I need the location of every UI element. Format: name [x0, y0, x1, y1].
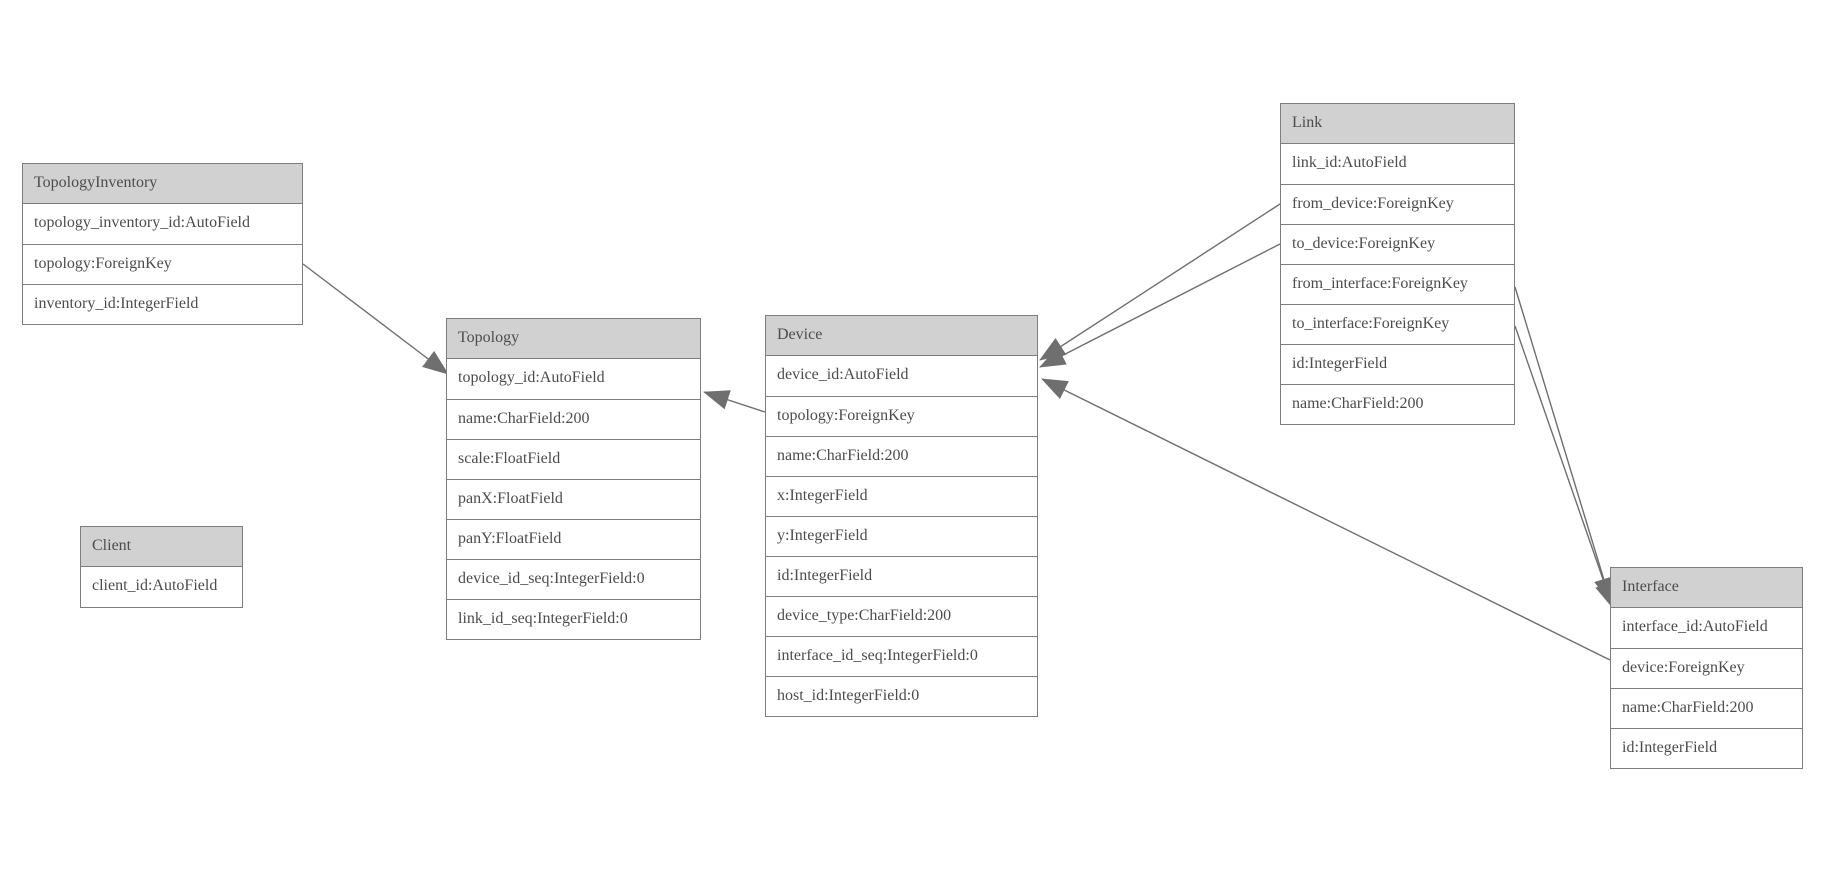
entity-field-client_id: client_id:AutoField [81, 567, 242, 607]
entity-field-name: name:CharField:200 [1611, 688, 1802, 728]
entity-field-name: name:CharField:200 [766, 436, 1037, 476]
edge-link-fromdevice-to-device [1039, 203, 1281, 361]
entity-field-interface_id: interface_id:AutoField [1611, 608, 1802, 648]
entity-field-link_id: link_id:AutoField [1281, 144, 1514, 184]
entity-field-x: x:IntegerField [766, 476, 1037, 516]
entity-field-interface_id_seq: interface_id_seq:IntegerField:0 [766, 636, 1037, 676]
entity-field-panX: panX:FloatField [447, 479, 700, 519]
entity-title-topology-inventory: TopologyInventory [23, 164, 302, 204]
entity-field-topology_inventory_id: topology_inventory_id:AutoField [23, 204, 302, 244]
entity-title-topology: Topology [447, 319, 700, 359]
entity-field-y: y:IntegerField [766, 516, 1037, 556]
edge-link-todevice-to-device [1039, 243, 1281, 368]
entity-field-host_id: host_id:IntegerField:0 [766, 676, 1037, 716]
entity-field-device: device:ForeignKey [1611, 648, 1802, 688]
entity-field-device_id: device_id:AutoField [766, 356, 1037, 396]
entity-field-device_id_seq: device_id_seq:IntegerField:0 [447, 559, 700, 599]
entity-field-topology_id: topology_id:AutoField [447, 359, 700, 399]
entity-fields-client: client_id:AutoField [81, 567, 242, 607]
entity-title-link: Link [1281, 104, 1514, 144]
entity-field-from_interface: from_interface:ForeignKey [1281, 264, 1514, 304]
entity-field-to_device: to_device:ForeignKey [1281, 224, 1514, 264]
entity-title-interface: Interface [1611, 568, 1802, 608]
entity-field-id: id:IntegerField [1281, 344, 1514, 384]
edge-link-tointerface-to-interface [1514, 325, 1615, 609]
entity-client: Client client_id:AutoField [80, 526, 243, 608]
entity-topology-inventory: TopologyInventory topology_inventory_id:… [22, 163, 303, 325]
entity-field-name: name:CharField:200 [1281, 384, 1514, 424]
entity-field-name: name:CharField:200 [447, 399, 700, 439]
entity-field-inventory_id: inventory_id:IntegerField [23, 284, 302, 324]
entity-title-client: Client [81, 527, 242, 567]
entity-title-device: Device [766, 316, 1037, 356]
entity-field-topology: topology:ForeignKey [23, 244, 302, 284]
edge-link-frominterface-to-interface [1514, 286, 1614, 604]
entity-field-id: id:IntegerField [1611, 728, 1802, 768]
entity-field-to_interface: to_interface:ForeignKey [1281, 304, 1514, 344]
entity-field-scale: scale:FloatField [447, 439, 700, 479]
entity-field-id: id:IntegerField [766, 556, 1037, 596]
edge-device-to-topology [703, 390, 766, 413]
entity-field-link_id_seq: link_id_seq:IntegerField:0 [447, 599, 700, 639]
entity-field-topology: topology:ForeignKey [766, 396, 1037, 436]
edge-topologyinventory-to-topology [302, 263, 449, 375]
entity-field-device_type: device_type:CharField:200 [766, 596, 1037, 636]
entity-field-from_device: from_device:ForeignKey [1281, 184, 1514, 224]
entity-field-panY: panY:FloatField [447, 519, 700, 559]
